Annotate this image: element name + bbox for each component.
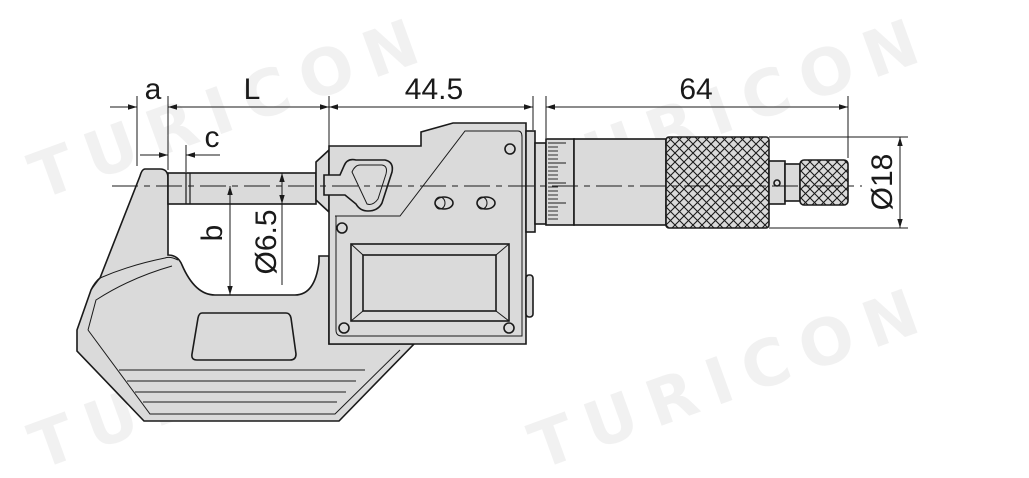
- frame: [76, 168, 416, 422]
- sleeve: [534, 142, 547, 225]
- digital-head: [323, 122, 534, 345]
- thimble-barrel: [573, 138, 667, 226]
- graduated-thimble: [545, 138, 575, 226]
- dim-label-c: c: [205, 121, 220, 154]
- dim-label-thimble-diameter: Ø18: [866, 154, 899, 211]
- screw-icon: [336, 143, 516, 334]
- thimble-assembly: [525, 130, 849, 233]
- dim-label-spindle-diameter: Ø6.5: [250, 209, 283, 274]
- ratchet-stop: [799, 159, 849, 206]
- dim-label-L: L: [244, 73, 261, 106]
- watermark-text: TURICON: [520, 271, 942, 478]
- lcd-screen: [362, 254, 497, 312]
- spindle: [167, 172, 317, 205]
- knurled-grip: [665, 136, 770, 229]
- dimensions: a L 44.5 64 c b Ø6.5 Ø18: [110, 73, 908, 295]
- side-port: [525, 274, 534, 318]
- frame-pocket: [191, 312, 297, 361]
- dim-label-a: a: [145, 73, 162, 106]
- dim-label-b: b: [196, 225, 229, 242]
- button-group: [434, 196, 496, 210]
- dim-label-thimble-length: 64: [679, 73, 712, 106]
- dim-label-body-length: 44.5: [405, 73, 463, 106]
